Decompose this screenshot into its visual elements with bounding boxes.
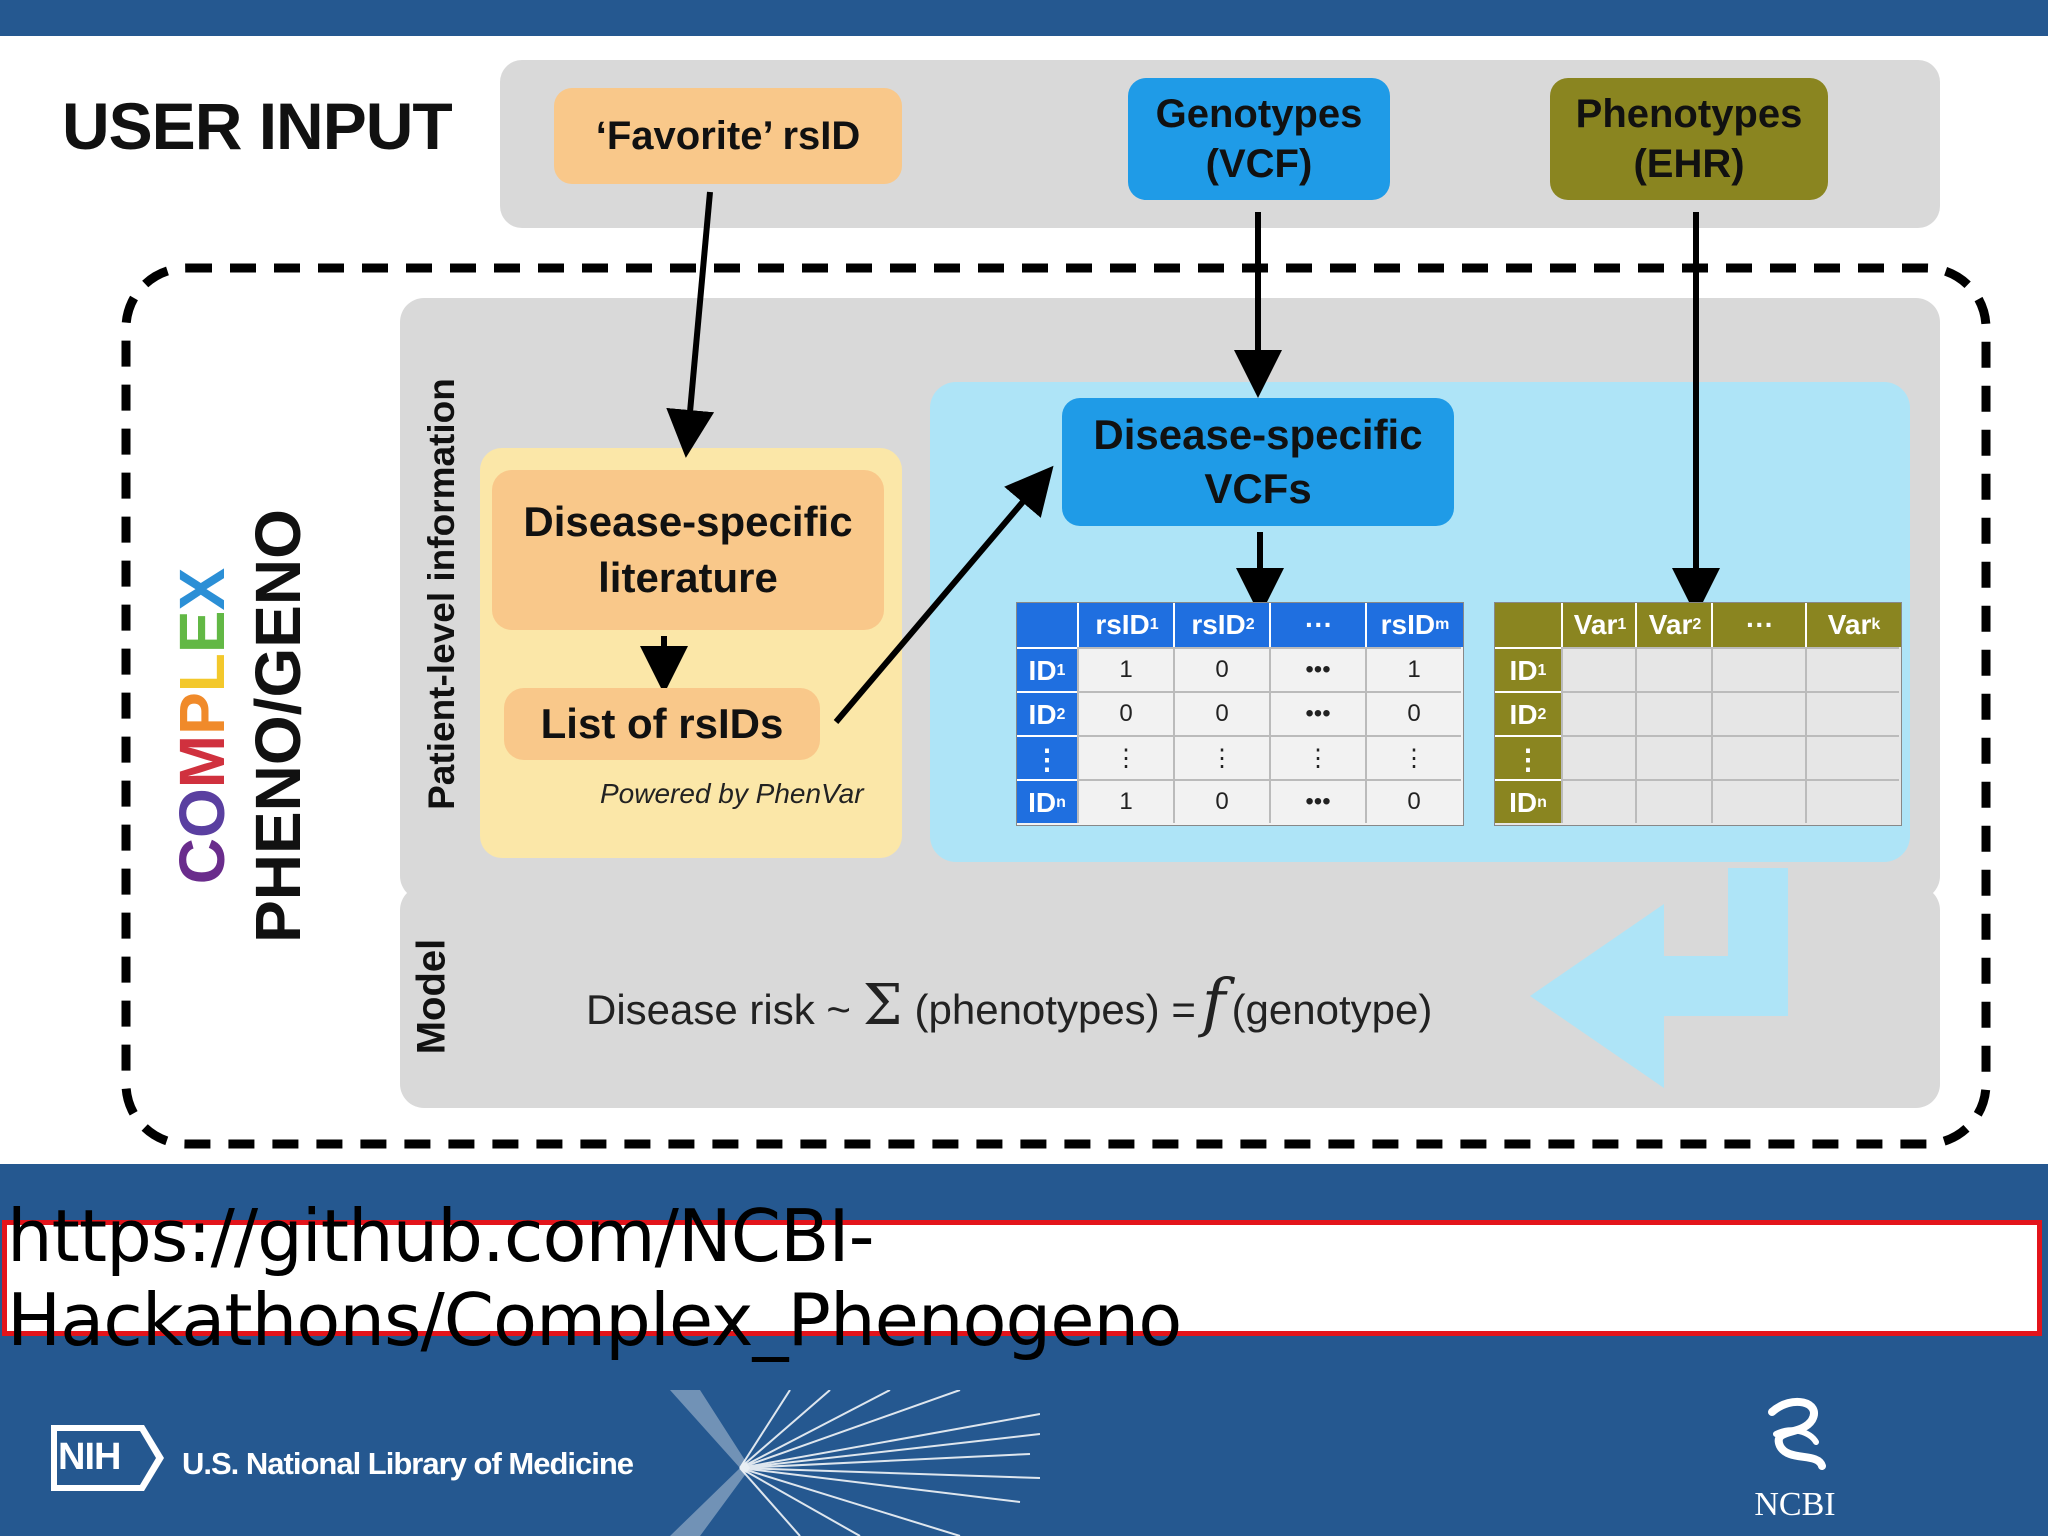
matrix-cell: •••: [1269, 779, 1365, 823]
matrix-cell: 0: [1365, 691, 1461, 735]
powered-by-label: Powered by PhenVar: [600, 778, 864, 809]
matrix-cell: 0: [1173, 779, 1269, 823]
matrix-cell: [1635, 735, 1711, 779]
github-url[interactable]: https://github.com/NCBI-Hackathons/Compl…: [2, 1194, 2042, 1362]
ncbi-logo-icon: [1768, 1398, 1826, 1470]
nih-logo: NIH: [48, 1422, 164, 1494]
literature-line1: Disease-specific: [523, 498, 853, 545]
matrix-cell: 1: [1077, 779, 1173, 823]
top-banner: [0, 0, 2048, 36]
starburst-graphic: [670, 1390, 1040, 1536]
matrix-cell: [1635, 691, 1711, 735]
genotypes-line1: Genotypes: [1155, 92, 1363, 136]
matrix-cell: [1711, 779, 1805, 823]
formula-middle: (phenotypes) =: [914, 986, 1196, 1033]
model-formula: Disease risk ~ Σ (phenotypes) = f (genot…: [586, 966, 1432, 1040]
patient-level-label: Patient-level information: [421, 378, 463, 810]
vcfs-line1: Disease-specific: [1093, 411, 1423, 458]
literature-line2: literature: [598, 554, 778, 601]
tool-name-complex: COMPLEX: [166, 567, 238, 885]
ncbi-label: NCBI: [1754, 1486, 1836, 1523]
matrix-cell: [1561, 735, 1635, 779]
nih-logo-shape: [51, 1425, 164, 1491]
genotypes-box: Genotypes (VCF): [1128, 78, 1390, 200]
matrix-cell: •••: [1269, 647, 1365, 691]
matrix-cell: [1635, 647, 1711, 691]
matrix-cell: [1711, 647, 1805, 691]
matrix-cell: [1561, 647, 1635, 691]
phenotypes-line2: (EHR): [1633, 142, 1745, 186]
nlm-name: U.S. National Library of Medicine: [182, 1446, 634, 1481]
matrix-cell: [1711, 691, 1805, 735]
matrix-cell: •••: [1269, 691, 1365, 735]
matrix-cell: ⋮: [1269, 735, 1365, 779]
genotypes-line2: (VCF): [1205, 142, 1313, 186]
formula-right: (genotype): [1231, 986, 1433, 1033]
nih-text: NIH: [58, 1436, 121, 1478]
arrow-favorite-to-literature: [666, 191, 715, 458]
user-input-heading: USER INPUT: [62, 89, 453, 163]
model-label-wrap: Model: [382, 938, 482, 1054]
matrix-cell: [1805, 691, 1899, 735]
matrix-column-header: ···: [1269, 603, 1367, 647]
matrix-row-id: ⋮: [1017, 735, 1077, 781]
matrix-cell: [1635, 779, 1711, 823]
literature-box: Disease-specific literature: [492, 470, 884, 630]
matrix-cell: 0: [1173, 647, 1269, 691]
vcfs-line2: VCFs: [1204, 465, 1312, 512]
matrix-cell: [1805, 735, 1899, 779]
favorite-rsid-box: ‘Favorite’ rsID: [554, 88, 902, 184]
matrix-cell: [1561, 691, 1635, 735]
matrix-cell: ⋮: [1173, 735, 1269, 779]
matrix-column-header: ···: [1711, 603, 1807, 647]
matrix-cell: 0: [1173, 691, 1269, 735]
matrix-cell: 0: [1365, 779, 1461, 823]
pipeline-dashed-border: [121, 263, 1991, 1149]
matrix-cell: ⋮: [1365, 735, 1461, 779]
tool-title: COMPLEX PHENO/GENO: [30, 509, 450, 943]
model-panel: [400, 886, 1940, 1108]
phenotypes-line1: Phenotypes: [1575, 92, 1803, 136]
matrix-cell: ⋮: [1077, 735, 1173, 779]
function-symbol: f: [1201, 966, 1226, 1040]
phenotypes-box: Phenotypes (EHR): [1550, 78, 1828, 200]
matrix-row-id: ⋮: [1495, 735, 1561, 781]
rsid-list-box: List of rsIDs: [504, 688, 820, 760]
matrix-cell: [1805, 647, 1899, 691]
workflow-figure: USER INPUT ‘Favorite’ rsID Genotypes (VC…: [0, 36, 2048, 1164]
matrix-cell: 1: [1365, 647, 1461, 691]
matrix-cell: [1561, 779, 1635, 823]
arrow-list-to-vcfs: [833, 465, 1054, 724]
matrix-cell: 0: [1077, 691, 1173, 735]
formula-left: Disease risk ~: [586, 986, 851, 1033]
disease-vcfs-box: Disease-specific VCFs: [1062, 398, 1454, 526]
return-arrow: [1530, 868, 1788, 1088]
sigma-symbol: Σ: [862, 973, 903, 1038]
model-label: Model: [409, 938, 454, 1054]
matrix-cell: 1: [1077, 647, 1173, 691]
matrix-cell: [1805, 779, 1899, 823]
matrix-header-bar: [1017, 603, 1463, 647]
matrix-cell: [1711, 735, 1805, 779]
